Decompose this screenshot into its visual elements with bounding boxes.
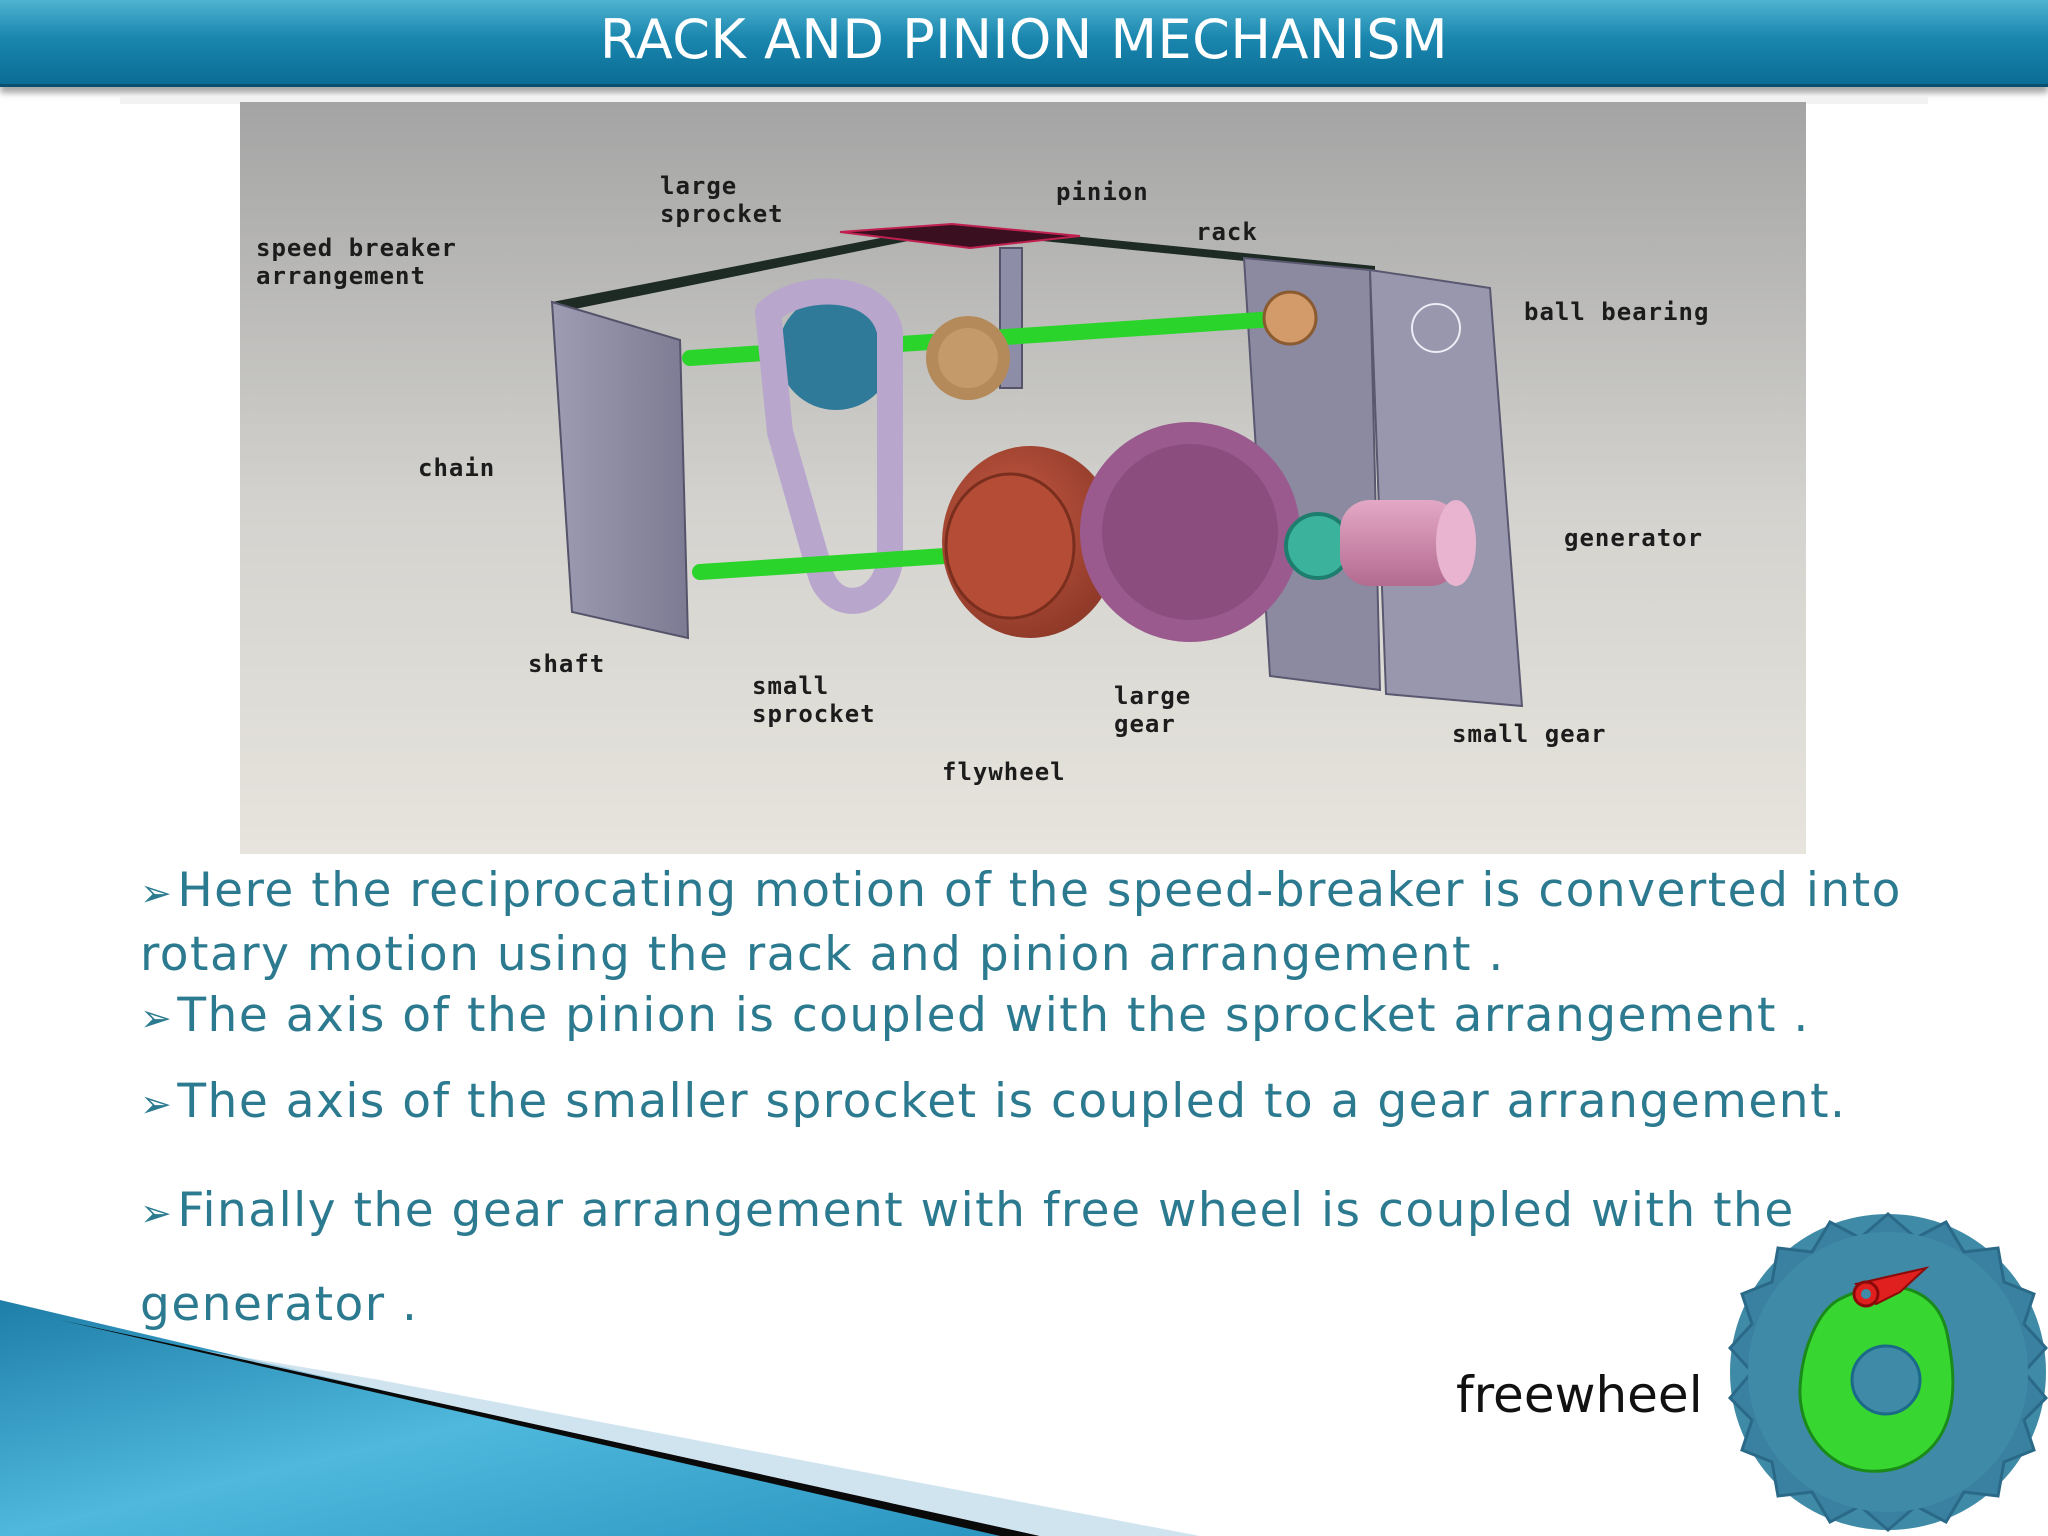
chain <box>755 278 903 614</box>
label-small-sprocket: small sprocket <box>752 672 876 728</box>
generator-body <box>1340 500 1460 586</box>
freewheel-caption: freewheel <box>1456 1366 1703 1424</box>
top-divider <box>120 96 1928 104</box>
label-large-sprocket: large sprocket <box>660 172 784 228</box>
rack-top <box>839 222 1081 250</box>
label-pinion: pinion <box>1056 178 1149 206</box>
label-small-gear: small gear <box>1452 720 1607 748</box>
bullet-arrow-icon: ➢ <box>140 996 174 1040</box>
slide-title: RACK AND PINION MECHANISM <box>599 8 1449 71</box>
bullet-item: ➢Here the reciprocating motion of the sp… <box>140 863 1902 982</box>
label-ball-bearing: ball bearing <box>1524 298 1710 326</box>
bullet-item: ➢The axis of the pinion is coupled with … <box>140 988 1810 1043</box>
label-flywheel: flywheel <box>942 758 1066 786</box>
label-chain: chain <box>418 454 496 482</box>
pinion-gear <box>926 316 1010 400</box>
left-plate <box>550 300 690 640</box>
mechanism-diagram <box>240 102 1806 854</box>
bullet-item: ➢Finally the gear arrangement with free … <box>140 1183 1795 1332</box>
label-rack: rack <box>1196 218 1258 246</box>
bullet-arrow-icon: ➢ <box>140 1082 174 1126</box>
bullet-item: ➢The axis of the smaller sprocket is cou… <box>140 1074 1847 1129</box>
freewheel-figure <box>1728 1212 2048 1532</box>
bullet-arrow-icon: ➢ <box>140 1191 174 1235</box>
label-generator: generator <box>1564 524 1704 552</box>
label-large-gear: large gear <box>1114 682 1192 738</box>
ball-bearing <box>1262 290 1318 346</box>
label-speed-breaker: speed breaker arrangement <box>256 234 457 290</box>
title-bar <box>0 0 2048 87</box>
speed-breaker-top <box>552 224 1375 312</box>
bullet-arrow-icon: ➢ <box>140 871 174 915</box>
bullet-list: ➢Here the reciprocating motion of the sp… <box>140 860 1920 1351</box>
label-shaft: shaft <box>528 650 606 678</box>
decorative-swoosh <box>0 1300 1200 1536</box>
large-gear <box>1080 422 1300 642</box>
freewheel-hub <box>1850 1344 1922 1416</box>
